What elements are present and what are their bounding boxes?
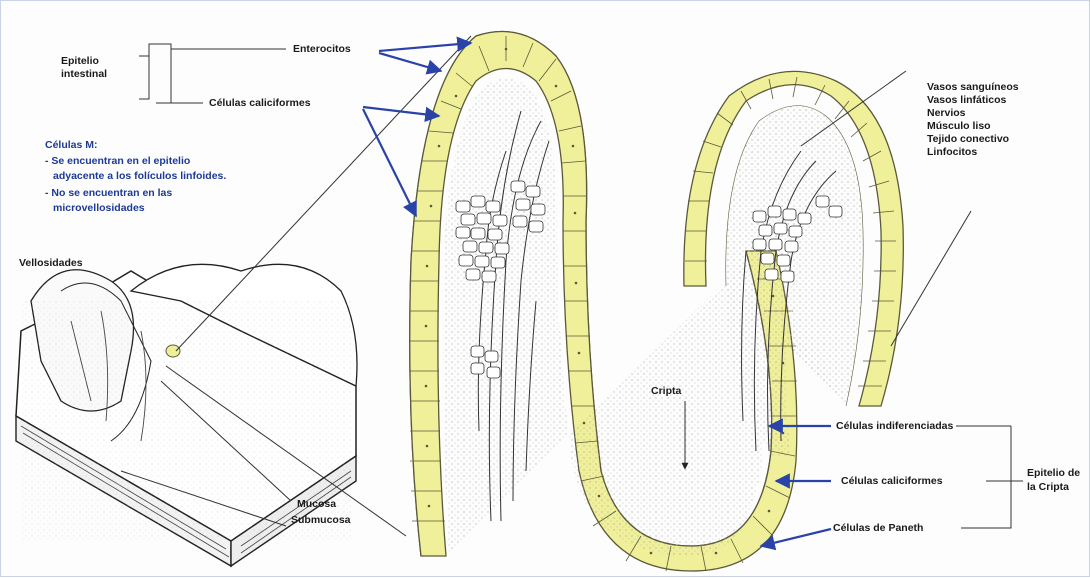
label-enterocitos: Enterocitos [293, 43, 351, 56]
core-item: Linfocitos [927, 146, 1019, 159]
label-celulas-indiferenciadas: Células indiferenciadas [836, 420, 953, 433]
label-submucosa: Submucosa [291, 514, 351, 527]
label-vellosidades: Vellosidades [19, 257, 83, 270]
core-item: Músculo liso [927, 120, 1019, 133]
label-cripta: Cripta [651, 385, 681, 398]
core-item: Vasos linfáticos [927, 94, 1019, 107]
label-celulas-m-line4: microvellosidades [53, 202, 145, 215]
label-celulas-caliciformes-bottom: Células caliciformes [841, 475, 943, 488]
core-item: Nervios [927, 107, 1019, 120]
label-celulas-m-line3: - No se encuentran en las [45, 187, 172, 200]
label-celulas-m-title: Células M: [45, 139, 98, 152]
label-epitelio-cripta-line1: Epitelio de [1027, 467, 1080, 480]
label-celulas-m-line1: - Se encuentran en el epitelio [45, 155, 190, 168]
label-epitelio-intestinal: Epitelio intestinal [61, 55, 141, 81]
label-celulas-caliciformes-top: Células caliciformes [209, 97, 311, 110]
label-celulas-paneth: Células de Paneth [833, 522, 923, 535]
core-item: Vasos sanguíneos [927, 81, 1019, 94]
core-item: Tejido conectivo [927, 133, 1019, 146]
label-celulas-m-line2: adyacente a los folículos linfoides. [53, 170, 226, 183]
label-mucosa: Mucosa [297, 498, 336, 511]
label-epitelio-cripta-line2: la Cripta [1027, 481, 1069, 494]
label-core-contents: Vasos sanguíneos Vasos linfáticos Nervio… [927, 81, 1019, 159]
